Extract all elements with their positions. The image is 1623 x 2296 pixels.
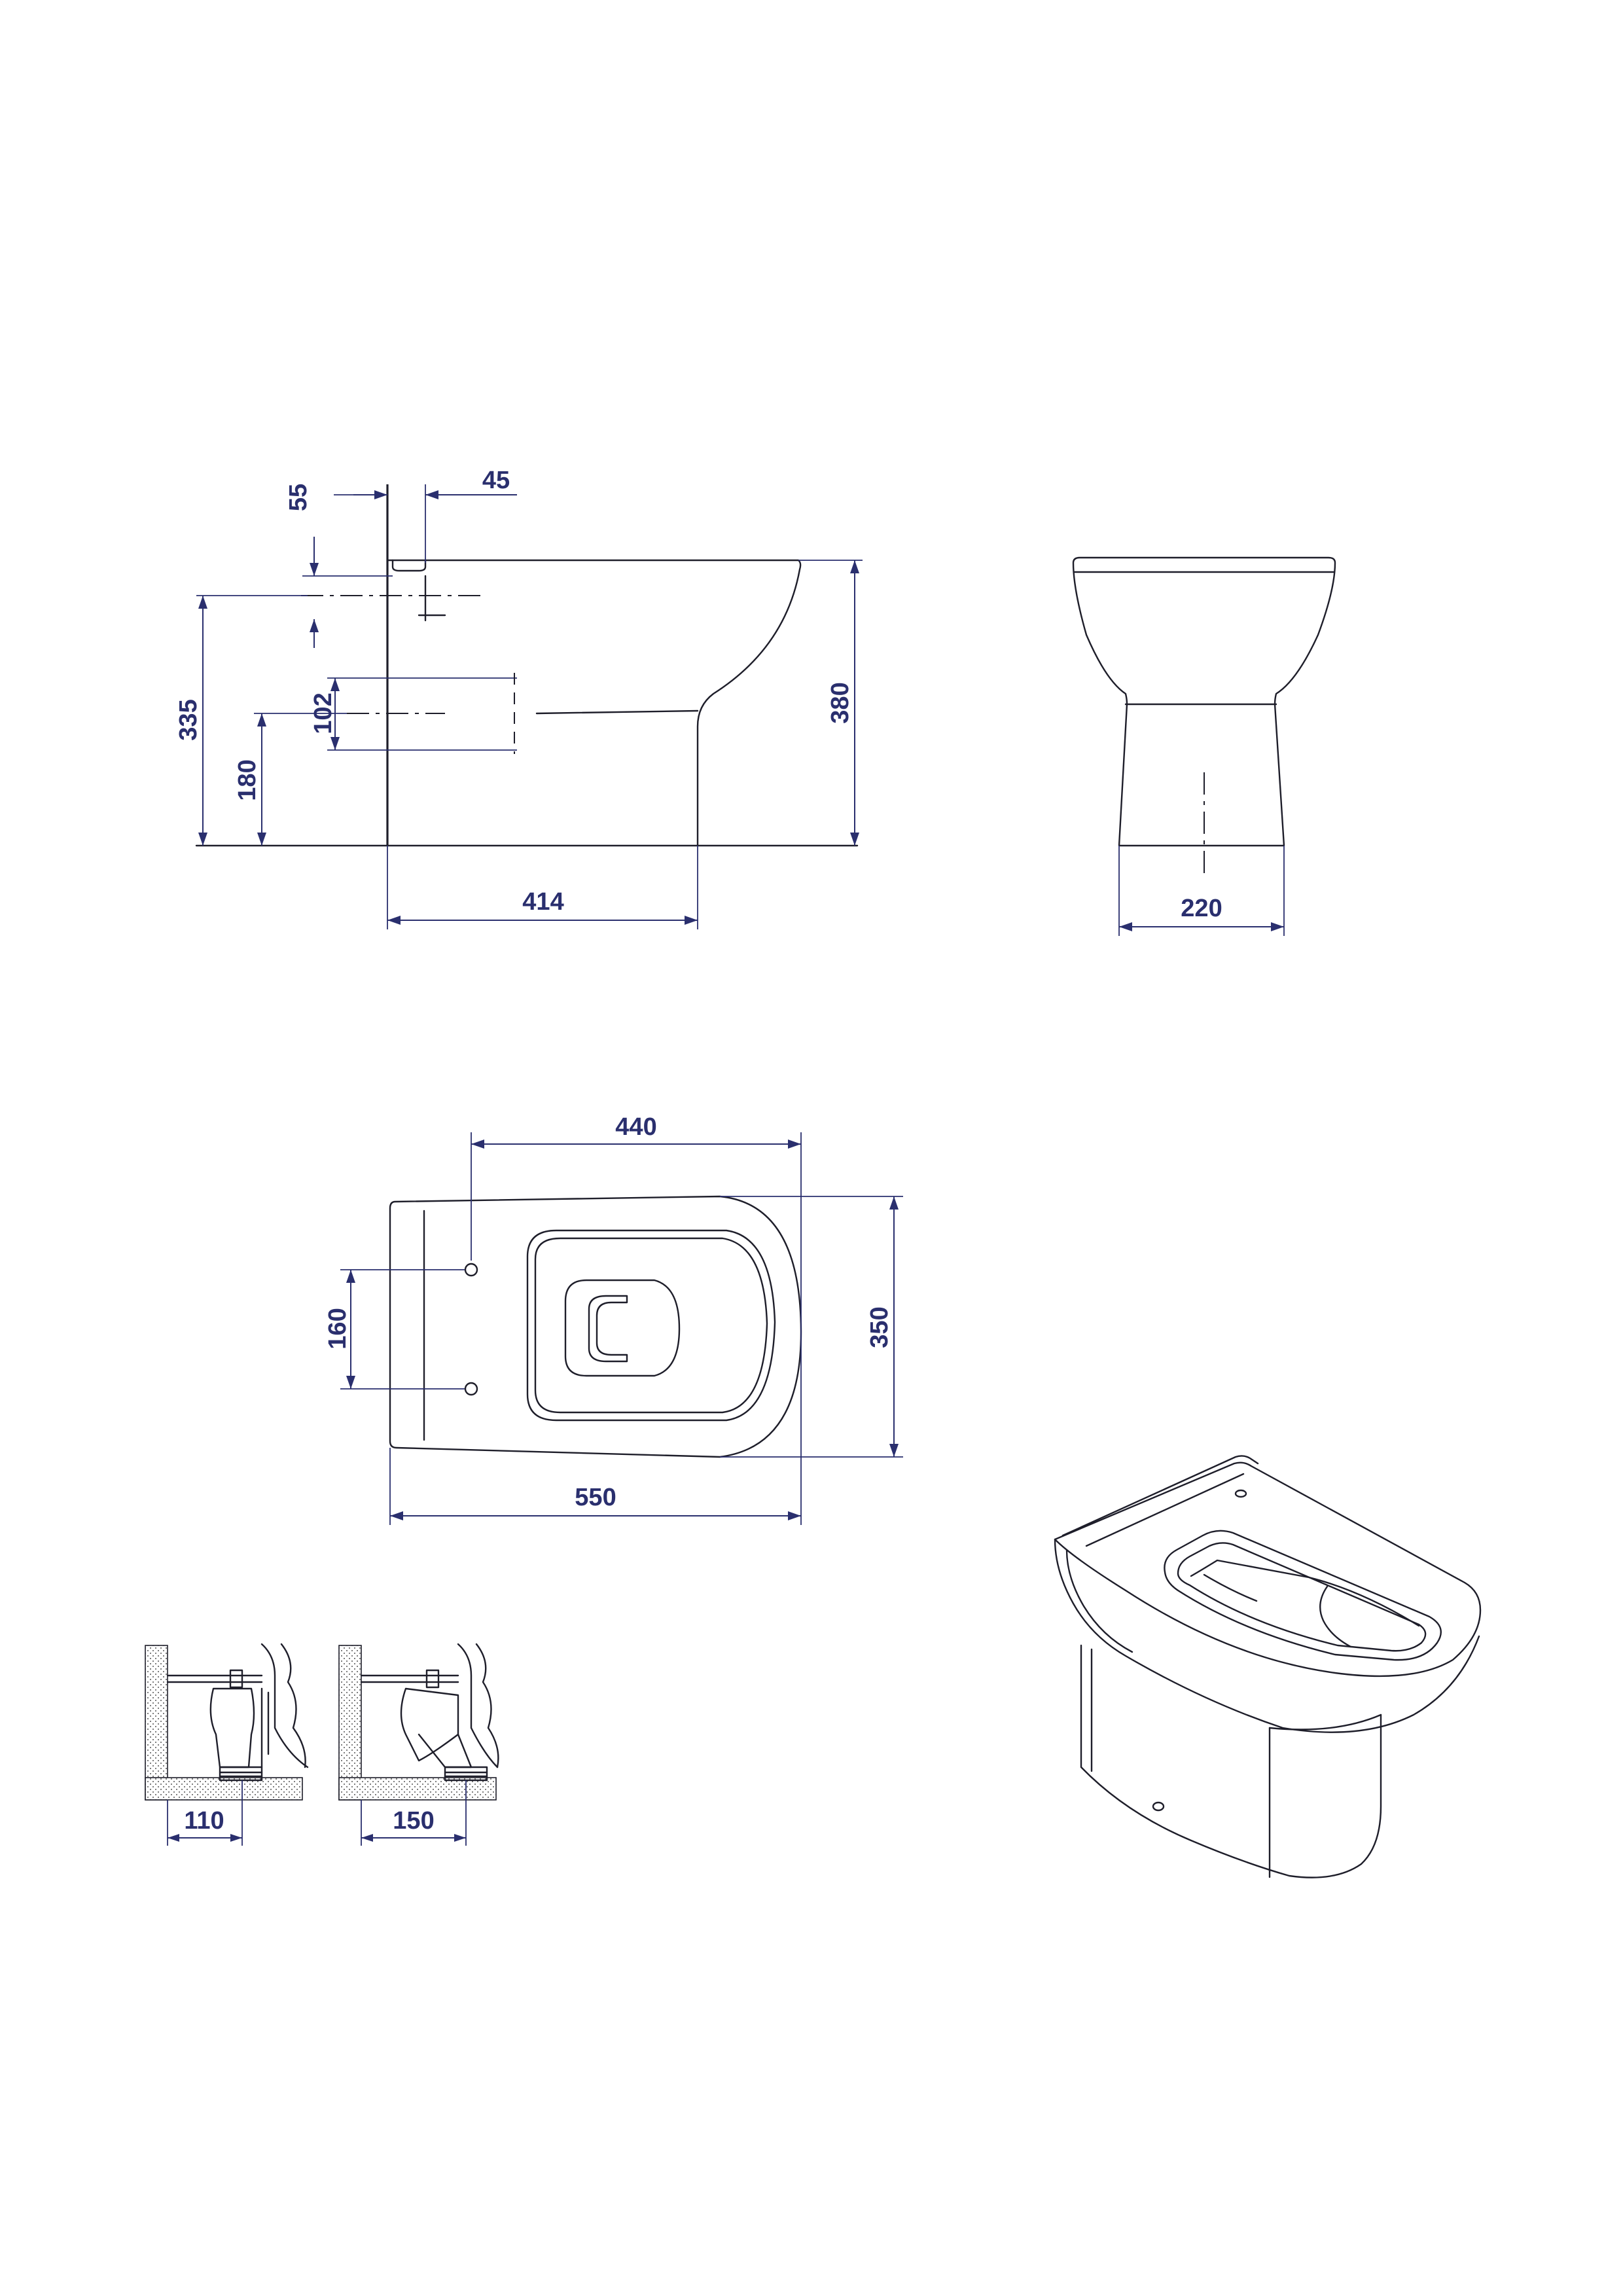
front-view: 220 <box>1072 556 1336 936</box>
dim-180-label: 180 <box>234 759 261 800</box>
iso-rim-front <box>1054 1538 1480 1733</box>
iso-back-lip-inner <box>1085 1473 1245 1547</box>
install-b-floor <box>338 1777 497 1801</box>
dim-45-arrow-right <box>425 490 438 499</box>
dim-45-label: 45 <box>482 467 510 494</box>
dim-414-arrow-right <box>685 916 698 925</box>
install-b-valve <box>425 1669 440 1689</box>
iso-bowl-curve-2 <box>1203 1573 1258 1602</box>
iso-rim-inner <box>1177 1542 1427 1652</box>
iso-pedestal <box>1080 1644 1382 1878</box>
iso-pedestal-hole <box>1152 1801 1165 1812</box>
install-b-toilet-back <box>457 1643 499 1768</box>
dim-160-arrow-top <box>346 1270 355 1283</box>
dim-180-arrow-top <box>257 713 266 726</box>
install-a-outlet-collar <box>219 1766 263 1782</box>
dim-440-arrow-right <box>788 1139 801 1149</box>
front-bowl-outline <box>1072 556 1336 847</box>
iso-bowl-curve <box>1319 1585 1352 1648</box>
top-bowl-opening <box>564 1279 681 1377</box>
dim-150-label: 150 <box>393 1807 434 1835</box>
dim-380-arrow-bottom <box>850 833 859 846</box>
dim-550-arrow-right <box>788 1511 801 1520</box>
dim-102-arrow-bottom <box>330 737 340 750</box>
dim-350-label: 350 <box>866 1306 893 1348</box>
iso-pedestal-top <box>1268 1713 1382 1731</box>
install-a-valve <box>229 1669 243 1689</box>
dim-440-arrow-left <box>471 1139 484 1149</box>
dim-220-arrow-left <box>1119 922 1132 931</box>
dim-350-arrow-top <box>889 1196 899 1210</box>
dim-55-arrow <box>310 563 319 576</box>
isometric-view <box>1054 1455 1482 1878</box>
dim-45-arrow-left <box>374 490 387 499</box>
top-rim-inner <box>534 1237 768 1414</box>
side-cistern-nub <box>391 559 427 572</box>
side-view: 55 45 335 180 102 380 <box>175 467 863 929</box>
dim-55-arrow-lower <box>310 619 319 632</box>
iso-fixing-hole <box>1234 1489 1247 1498</box>
dim-380-arrow-top <box>850 560 859 573</box>
dim-55-label: 55 <box>285 484 312 511</box>
install-a-floor <box>145 1777 303 1801</box>
install-b-wall <box>338 1645 362 1801</box>
dim-150-arrow-right <box>454 1834 466 1842</box>
dim-110-arrow-right <box>230 1834 242 1842</box>
dim-160-arrow-bottom <box>346 1376 355 1389</box>
dim-220-arrow-right <box>1271 922 1284 931</box>
dim-160-label: 160 <box>324 1308 351 1349</box>
dim-150-arrow-left <box>361 1834 373 1842</box>
dim-102-arrow-top <box>330 678 340 691</box>
fixing-hole-bottom <box>464 1382 478 1396</box>
install-a-toilet-wavy <box>280 1643 306 1768</box>
dim-414-arrow-left <box>387 916 401 925</box>
side-rim-outline <box>386 559 802 847</box>
dim-180-arrow-bottom <box>257 833 266 846</box>
dim-414-label: 414 <box>522 888 563 916</box>
dim-440-label: 440 <box>615 1113 656 1141</box>
iso-rim-outer <box>1164 1530 1442 1661</box>
iso-back-lip <box>1061 1455 1259 1537</box>
install-a-wall <box>145 1645 168 1801</box>
dim-110-label: 110 <box>184 1807 224 1835</box>
dim-110-arrow-left <box>168 1834 179 1842</box>
iso-rim-front-inner <box>1065 1549 1133 1653</box>
top-rim-outer <box>526 1229 776 1422</box>
dim-335-label: 335 <box>175 699 202 740</box>
dim-350-arrow-bottom <box>889 1444 899 1457</box>
install-a-outlet-pipe <box>209 1687 255 1768</box>
iso-top-surface <box>1054 1462 1482 1677</box>
dim-335-arrow-top <box>198 596 207 609</box>
dim-220-label: 220 <box>1181 895 1222 922</box>
dim-550-label: 550 <box>575 1484 616 1511</box>
installation-detail-110: 110 <box>145 1643 309 1846</box>
fixing-hole-top <box>464 1263 478 1277</box>
install-b-outlet-pipe <box>400 1687 459 1762</box>
dim-380-label: 380 <box>827 682 854 723</box>
top-bowl-drain <box>588 1295 628 1363</box>
iso-bowl-inner <box>1190 1559 1420 1627</box>
installation-detail-150: 150 <box>338 1643 499 1846</box>
install-b-angled-bend <box>418 1733 473 1768</box>
side-bowl-underside <box>535 709 699 715</box>
top-view: 440 160 350 550 <box>324 1113 903 1525</box>
dim-335-arrow-bottom <box>198 833 207 846</box>
install-a-toilet-back <box>260 1643 309 1768</box>
dim-102-label: 102 <box>310 692 337 734</box>
install-b-toilet-wavy <box>475 1643 499 1768</box>
top-outline <box>389 1195 802 1458</box>
dim-550-arrow-left <box>390 1511 403 1520</box>
